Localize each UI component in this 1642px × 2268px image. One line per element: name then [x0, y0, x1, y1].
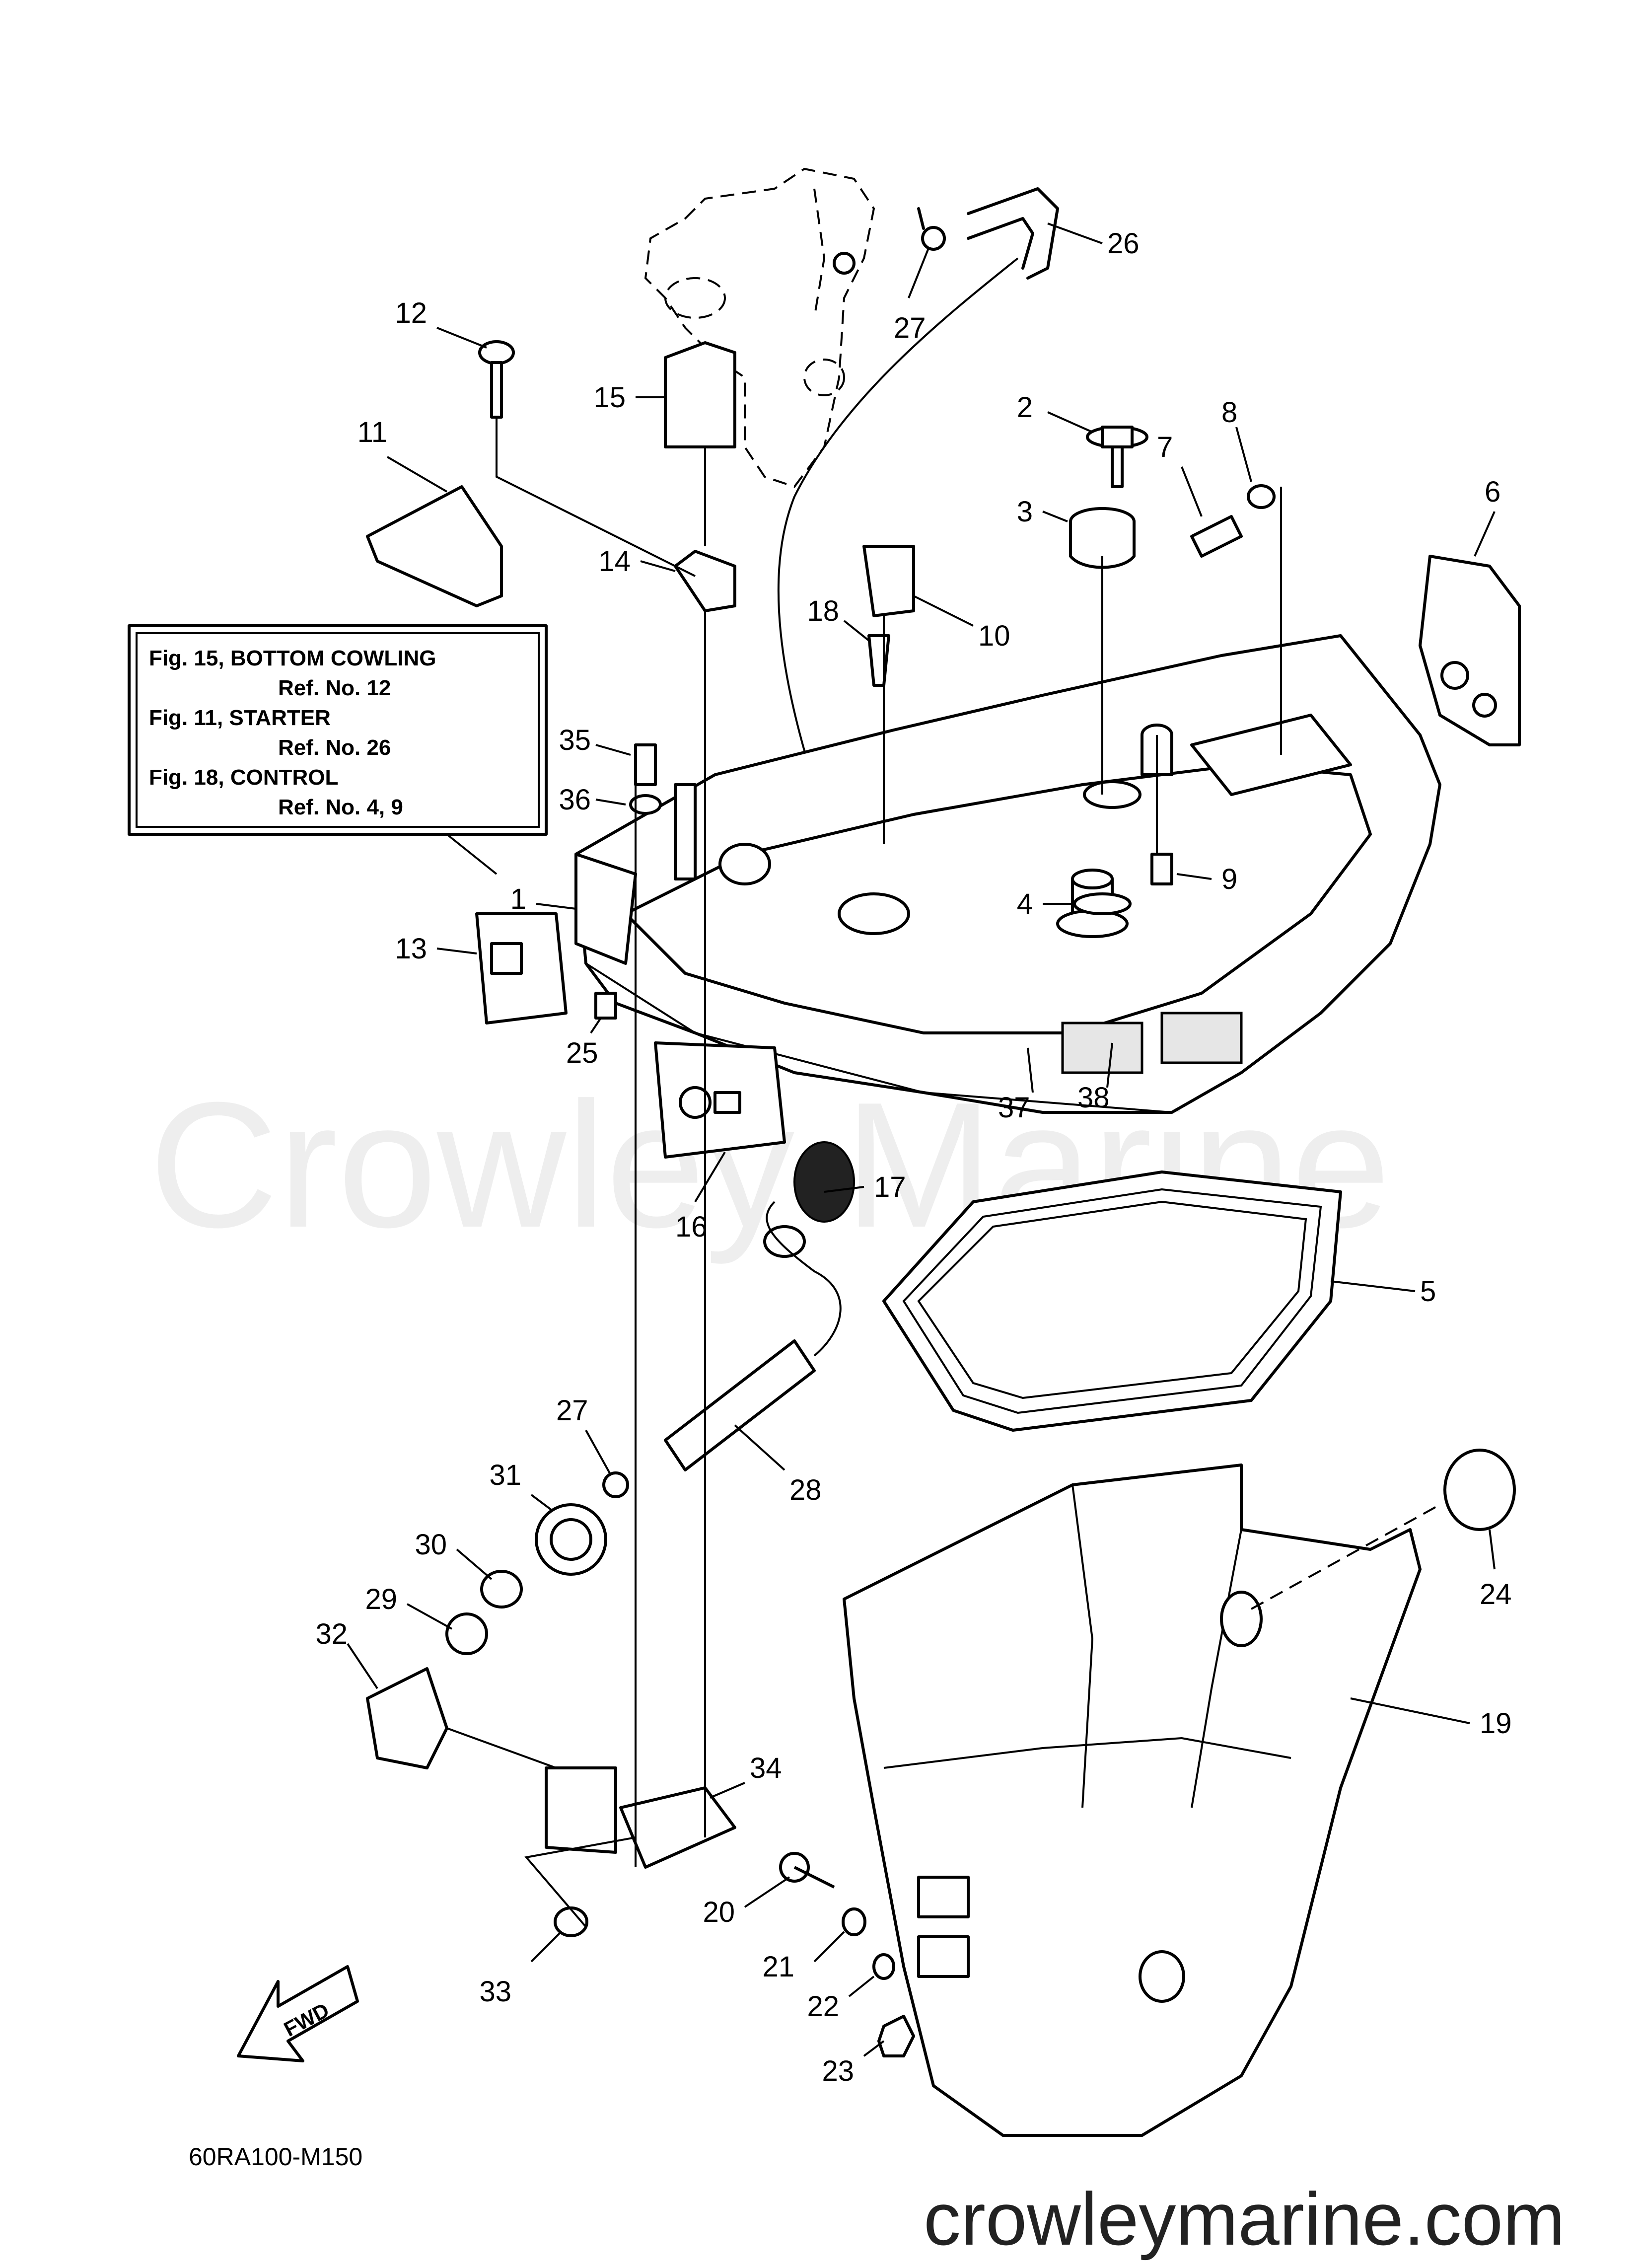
callout-30: 30	[415, 1529, 447, 1561]
callout-35: 35	[559, 724, 591, 756]
callout-37: 37	[998, 1092, 1030, 1124]
callout-16: 16	[675, 1211, 708, 1243]
callout-25: 25	[566, 1037, 598, 1069]
cowling-seal	[882, 1171, 1342, 1432]
callout-29: 29	[365, 1583, 397, 1615]
ref-fig-11: Fig. 11, STARTER	[149, 706, 331, 730]
ref-fig-18-no: Ref. No. 4, 9	[278, 795, 403, 819]
website-label: crowleymarine.com	[924, 2177, 1565, 2261]
callout-34: 34	[750, 1752, 782, 1784]
callout-13: 13	[395, 933, 427, 965]
callout-10: 10	[978, 620, 1010, 652]
callout-23: 23	[822, 2055, 854, 2087]
callout-18: 18	[807, 595, 839, 627]
callout-6: 6	[1485, 476, 1500, 508]
callout-12: 12	[395, 297, 427, 329]
diagram-code: 60RA100-M150	[189, 2143, 362, 2171]
callout-1: 1	[510, 883, 526, 915]
callout-36: 36	[559, 784, 591, 816]
callout-22: 22	[807, 1990, 839, 2023]
callout-26: 26	[1107, 227, 1140, 260]
callout-32: 32	[315, 1618, 348, 1650]
callout-20: 20	[703, 1896, 735, 1928]
callout-21: 21	[762, 1951, 794, 1983]
ref-fig-15: Fig. 15, BOTTOM COWLING	[149, 646, 436, 670]
callout-9: 9	[1221, 863, 1237, 895]
ref-fig-11-no: Ref. No. 26	[278, 735, 391, 760]
ref-fig-15-no: Ref. No. 12	[278, 676, 391, 700]
small-parts	[366, 340, 1521, 2057]
callout-19: 19	[1480, 1707, 1512, 1740]
reference-box: Fig. 15, BOTTOM COWLING Ref. No. 12 Fig.…	[128, 624, 548, 875]
callout-27-top: 27	[894, 312, 926, 344]
fwd-arrow-icon: FWD	[237, 1965, 359, 2062]
ref-fig-18: Fig. 18, CONTROL	[149, 765, 338, 790]
callout-11: 11	[357, 416, 387, 448]
callout-33: 33	[479, 1975, 511, 2008]
callout-4: 4	[1017, 888, 1033, 920]
callout-15: 15	[593, 381, 626, 414]
callout-3: 3	[1017, 496, 1033, 528]
callout-8: 8	[1221, 396, 1237, 429]
callout-7: 7	[1157, 431, 1173, 463]
callout-5: 5	[1420, 1275, 1436, 1308]
callout-27-bottom: 27	[556, 1394, 588, 1427]
callout-labels: 1 2 3 4 5 6 7 8 9 10 11 12 13 14 15 16 1…	[315, 222, 1512, 2087]
callout-2: 2	[1017, 391, 1033, 424]
callout-24: 24	[1480, 1578, 1512, 1610]
callout-38: 38	[1077, 1082, 1110, 1114]
callout-17: 17	[874, 1171, 906, 1203]
callout-14: 14	[598, 545, 631, 578]
callout-31: 31	[489, 1459, 521, 1491]
apron	[843, 1463, 1422, 2137]
engine-block-ghost	[644, 167, 875, 488]
callout-28: 28	[789, 1474, 822, 1506]
leader-lines	[446, 417, 1440, 1928]
